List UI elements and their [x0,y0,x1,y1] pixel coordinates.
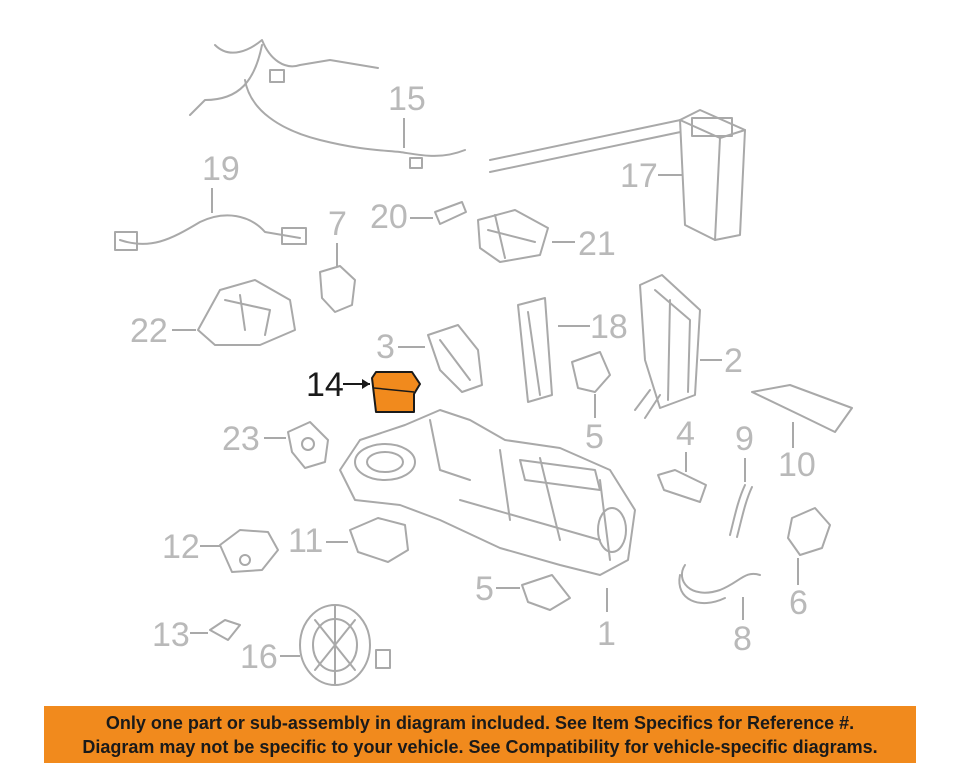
callout-18: 18 [590,308,628,346]
callout-5a: 5 [585,418,604,456]
part-18 [517,297,553,403]
part-19-harness [114,214,307,251]
callout-22: 22 [130,312,168,350]
callout-11: 11 [288,522,323,560]
part-5-lower [521,574,571,611]
disclaimer-line-1: Only one part or sub-assembly in diagram… [105,713,855,733]
callout-12: 12 [162,528,200,566]
callout-14: 14 [306,366,344,404]
part-15-wiring-harness [189,39,466,169]
disclaimer-line-2: Diagram may not be specific to your vehi… [82,737,878,757]
callout-21: 21 [578,225,616,263]
part-4 [657,469,707,503]
disclaimer-banner: Only one part or sub-assembly in diagram… [44,706,916,763]
callout-2: 2 [724,342,743,380]
callout-13: 13 [152,616,190,654]
part-7 [319,265,356,313]
part-13 [209,619,241,641]
part-22-housing [197,279,296,346]
callout-6: 6 [789,584,808,622]
part-12-actuator [219,529,279,573]
arrow-14-head [362,379,370,389]
callout-1: 1 [597,615,616,653]
part-14-highlighted [371,371,421,413]
callout-3: 3 [376,328,395,366]
callout-17: 17 [620,157,658,195]
part-6 [787,507,831,556]
callout-20: 20 [370,198,408,236]
part-11-actuator [349,517,409,563]
callout-4: 4 [676,415,695,453]
callout-5b: 5 [475,570,494,608]
parts-diagram: 15 17 19 7 20 21 22 [114,39,853,686]
callout-16: 16 [240,638,278,676]
callout-7: 7 [328,205,347,243]
part-17-heater-core [489,109,746,241]
part-2-evaporator [634,274,701,419]
part-21 [477,209,549,263]
callout-23: 23 [222,420,260,458]
callout-9: 9 [735,420,754,458]
part-1-hvac-case [339,409,636,576]
part-5-upper [571,351,611,393]
callout-19: 19 [202,150,240,188]
callout-10: 10 [778,446,816,484]
callout-15: 15 [388,80,426,118]
part-20 [434,201,467,225]
part-10 [751,384,853,433]
part-9-hose [729,484,753,538]
callout-8: 8 [733,620,752,658]
part-3-duct [427,324,483,393]
part-16-blower-motor [299,604,391,686]
part-23 [287,421,329,469]
part-8-tube [678,564,761,604]
